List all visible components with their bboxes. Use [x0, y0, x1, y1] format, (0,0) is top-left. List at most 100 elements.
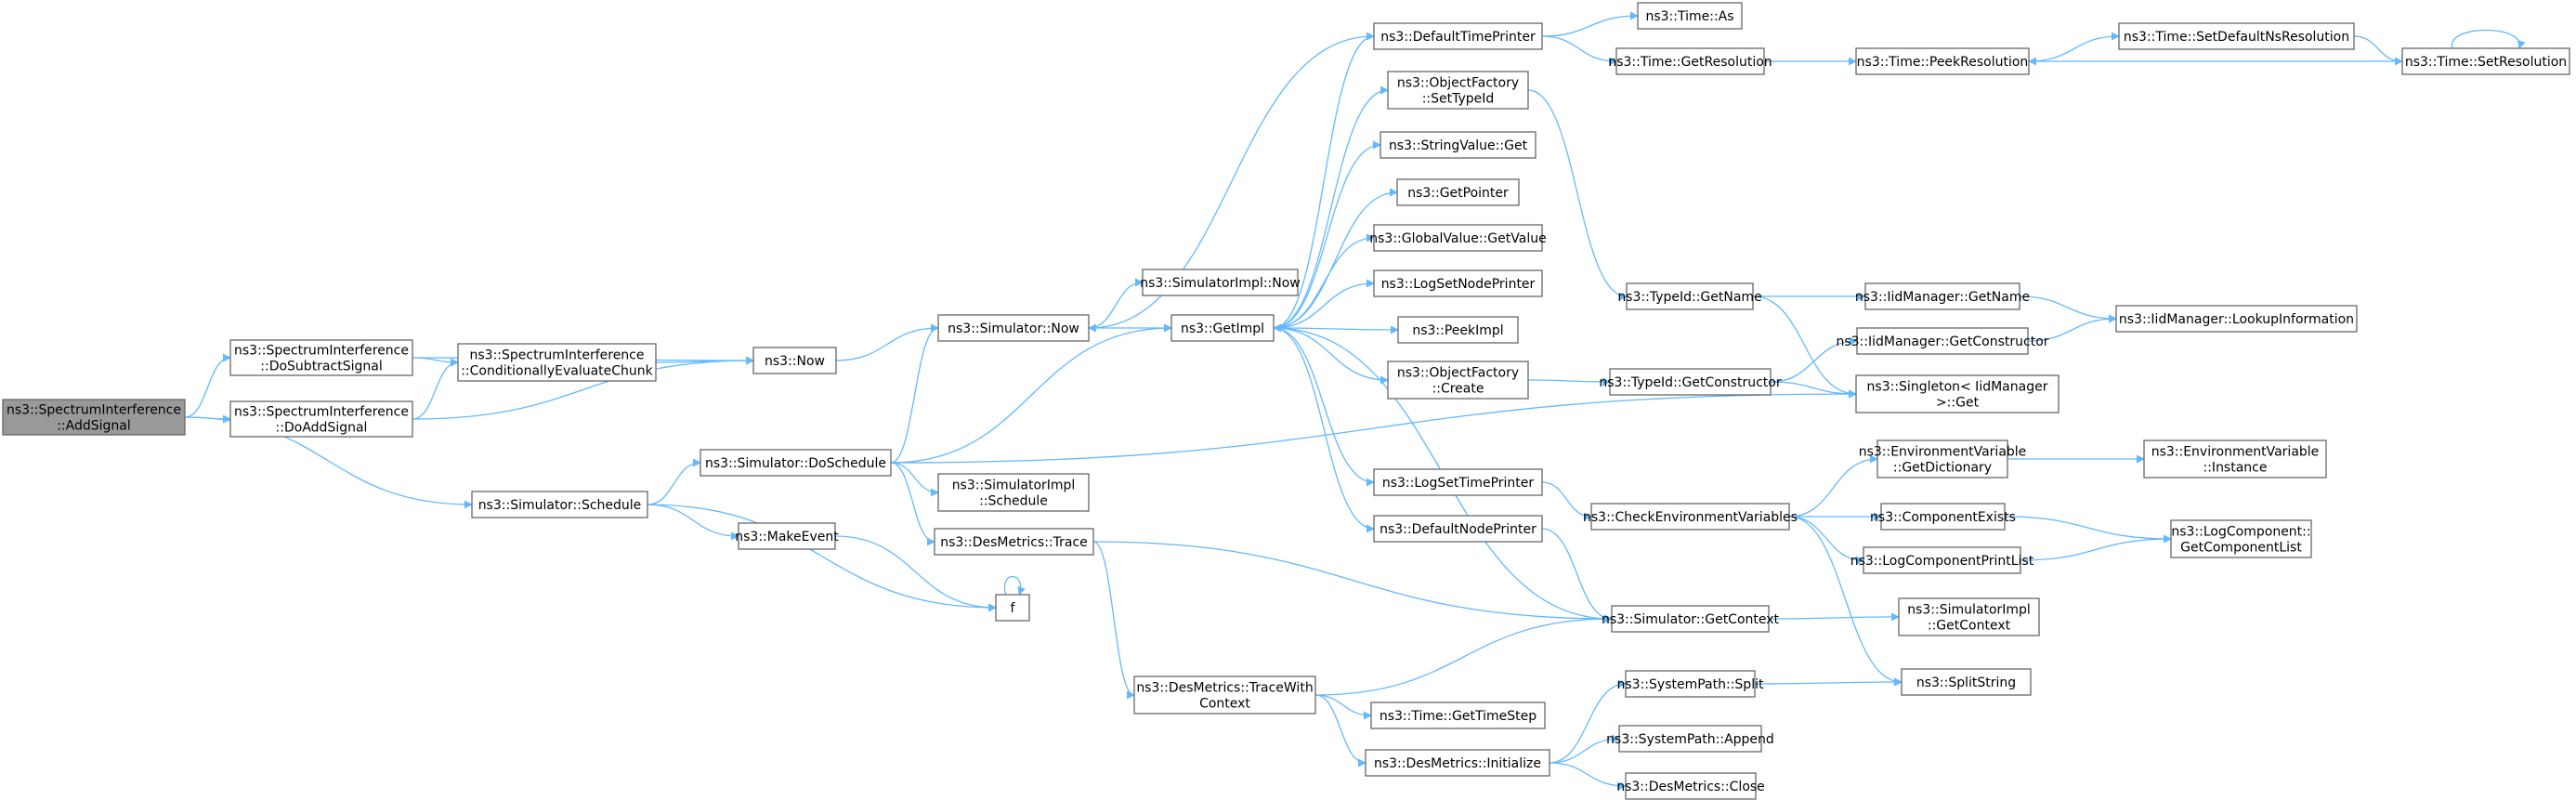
node-label: ns3::DesMetrics::Trace	[940, 535, 1088, 550]
edge-line	[1273, 327, 1375, 533]
edge-f-to-f	[1003, 575, 1026, 596]
edge-line	[2027, 314, 2117, 342]
node-makeevent[interactable]: ns3::MakeEvent	[735, 522, 839, 550]
edge-line	[1541, 11, 1639, 37]
node-typeidgetctor[interactable]: ns3::TypeId::GetConstructor	[1599, 368, 1782, 396]
node-desinit[interactable]: ns3::DesMetrics::Initialize	[1365, 749, 1550, 777]
node-label: ns3::GetImpl	[1181, 321, 1264, 336]
node-box	[229, 400, 413, 438]
node-label: ::ConditionallyEvaluateChunk	[461, 364, 653, 379]
node-logtimeprinter[interactable]: ns3::LogSetTimePrinter	[1373, 468, 1543, 496]
node-compexists[interactable]: ns3::ComponentExists	[1870, 503, 2016, 531]
node-cond[interactable]: ns3::SpectrumInterference::Conditionally…	[457, 343, 657, 382]
node-getimpl[interactable]: ns3::GetImpl	[1170, 314, 1275, 342]
edge-doadd-to-cond	[412, 358, 459, 420]
edge-line	[2020, 534, 2172, 561]
node-simnow[interactable]: ns3::Simulator::Now	[937, 314, 1090, 342]
edge-desinit-to-spappend	[1549, 734, 1620, 764]
edge-simnow-to-simimplnow	[1088, 278, 1144, 329]
node-label: ns3::Time::As	[1645, 9, 1733, 24]
node-envdict[interactable]: ns3::EnvironmentVariable::GetDictionary	[1859, 439, 2027, 479]
node-lognodeprinter[interactable]: ns3::LogSetNodePrinter	[1373, 269, 1543, 297]
node-simimplnow[interactable]: ns3::SimulatorImpl::Now	[1140, 269, 1301, 296]
node-box	[2, 399, 186, 436]
edge-dosched-to-getimpl	[890, 323, 1172, 464]
node-checkenv[interactable]: ns3::CheckEnvironmentVariables	[1583, 503, 1798, 531]
node-label: ns3::ObjectFactory	[1397, 366, 1519, 381]
node-box	[1609, 368, 1772, 396]
node-box	[1590, 503, 1790, 531]
edge-deftimeprinter-to-timeas	[1541, 11, 1639, 37]
node-label: ns3::Simulator::DoSchedule	[705, 456, 886, 471]
node-doadd[interactable]: ns3::SpectrumInterference::DoAddSignal	[229, 400, 413, 438]
edge-setdefns-to-timesetres	[2353, 35, 2403, 66]
node-timegetres[interactable]: ns3::Time::GetResolution	[1608, 47, 1772, 75]
node-typeidgetname[interactable]: ns3::TypeId::GetName	[1617, 282, 1762, 310]
node-iidgetctor[interactable]: ns3::IidManager::GetConstructor	[1836, 327, 2049, 355]
node-spsplit[interactable]: ns3::SystemPath::Split	[1617, 670, 1764, 698]
node-peekimpl[interactable]: ns3::PeekImpl	[1397, 316, 1519, 344]
node-ofsettype[interactable]: ns3::ObjectFactory::SetTypeId	[1387, 71, 1529, 110]
node-destrace[interactable]: ns3::DesMetrics::Trace	[934, 528, 1094, 556]
node-timeas[interactable]: ns3::Time::As	[1637, 2, 1743, 30]
edge-checkenv-to-splitstring	[1788, 516, 1903, 687]
node-gettimestep[interactable]: ns3::Time::GetTimeStep	[1370, 702, 1546, 729]
node-simsched[interactable]: ns3::Simulator::Schedule	[471, 491, 648, 518]
node-label: ns3::Time::SetDefaultNsResolution	[2124, 30, 2349, 45]
node-label: ns3::SimulatorImpl::Now	[1140, 276, 1301, 291]
node-dosched[interactable]: ns3::Simulator::DoSchedule	[700, 449, 892, 477]
edge-dosub-to-cond	[412, 357, 459, 367]
edges	[184, 11, 2526, 791]
node-singleton[interactable]: ns3::Singleton< IidManager >::Get	[1855, 374, 2059, 413]
node-desclose[interactable]: ns3::DesMetrics::Close	[1616, 772, 1765, 800]
node-dosub[interactable]: ns3::SpectrumInterference::DoSubtractSig…	[229, 339, 413, 376]
node-deftimeprinter[interactable]: ns3::DefaultTimePrinter	[1373, 22, 1543, 50]
node-ofcreate[interactable]: ns3::ObjectFactory::Create	[1387, 361, 1529, 400]
node-label: ns3::Now	[765, 354, 825, 369]
node-f[interactable]: f	[995, 594, 1030, 622]
node-gvget[interactable]: ns3::GlobalValue::GetValue	[1369, 224, 1547, 252]
node-box	[457, 343, 657, 382]
node-box	[1625, 670, 1756, 698]
node-now[interactable]: ns3::Now	[752, 347, 837, 374]
node-iidlookup[interactable]: ns3::IidManager::LookupInformation	[2115, 305, 2358, 333]
node-box	[2143, 439, 2327, 479]
node-label: ns3::DesMetrics::TraceWith	[1136, 681, 1313, 696]
node-setdefns[interactable]: ns3::Time::SetDefaultNsResolution	[2118, 22, 2355, 50]
node-label: ns3::TypeId::GetName	[1617, 290, 1761, 305]
node-label: ns3::Time::PeekResolution	[1857, 55, 2029, 70]
edge-line	[647, 504, 997, 612]
node-label: ns3::GlobalValue::GetValue	[1369, 231, 1546, 246]
node-box	[1855, 47, 2030, 75]
node-root[interactable]: ns3::SpectrumInterference::AddSignal	[2, 399, 186, 436]
node-box	[1365, 749, 1550, 777]
node-simimplsched[interactable]: ns3::SimulatorImpl::Schedule	[937, 473, 1090, 512]
node-iidgetname[interactable]: ns3::IidManager::GetName	[1855, 282, 2030, 310]
node-label: ns3::LogComponent::	[2171, 525, 2310, 540]
node-getcomplist[interactable]: ns3::LogComponent::GetComponentList	[2170, 519, 2312, 558]
node-box	[1373, 468, 1543, 496]
node-box	[1880, 503, 2006, 531]
node-label: ns3::SimulatorImpl	[1907, 603, 2031, 618]
edge-simsched-to-f	[647, 504, 997, 612]
edge-line	[1273, 325, 1399, 334]
node-simgetctx[interactable]: ns3::Simulator::GetContext	[1602, 605, 1780, 633]
node-simimplgetctx[interactable]: ns3::SimulatorImpl::GetContext	[1898, 597, 2040, 636]
node-timesetres[interactable]: ns3::Time::SetResolution	[2401, 47, 2570, 75]
node-peekres[interactable]: ns3::Time::PeekResolution	[1855, 47, 2030, 75]
node-strget[interactable]: ns3::StringValue::Get	[1380, 131, 1536, 159]
edge-line	[2019, 295, 2117, 323]
edge-line	[1273, 233, 1375, 329]
node-spappend[interactable]: ns3::SystemPath::Append	[1606, 725, 1774, 753]
node-defnodeprinter[interactable]: ns3::DefaultNodePrinter	[1373, 515, 1543, 543]
node-envinstance[interactable]: ns3::EnvironmentVariable::Instance	[2143, 439, 2327, 479]
node-label: ns3::LogSetNodePrinter	[1381, 277, 1536, 292]
node-getpointer[interactable]: ns3::GetPointer	[1396, 178, 1520, 206]
node-box	[937, 314, 1090, 342]
node-splitstring[interactable]: ns3::SplitString	[1901, 668, 2032, 696]
edge-now-to-simnow	[835, 323, 939, 361]
node-box	[1380, 131, 1536, 159]
node-logcompprint[interactable]: ns3::LogComponentPrintList	[1850, 546, 2034, 574]
edge-checkenv-to-envdict	[1788, 454, 1878, 518]
